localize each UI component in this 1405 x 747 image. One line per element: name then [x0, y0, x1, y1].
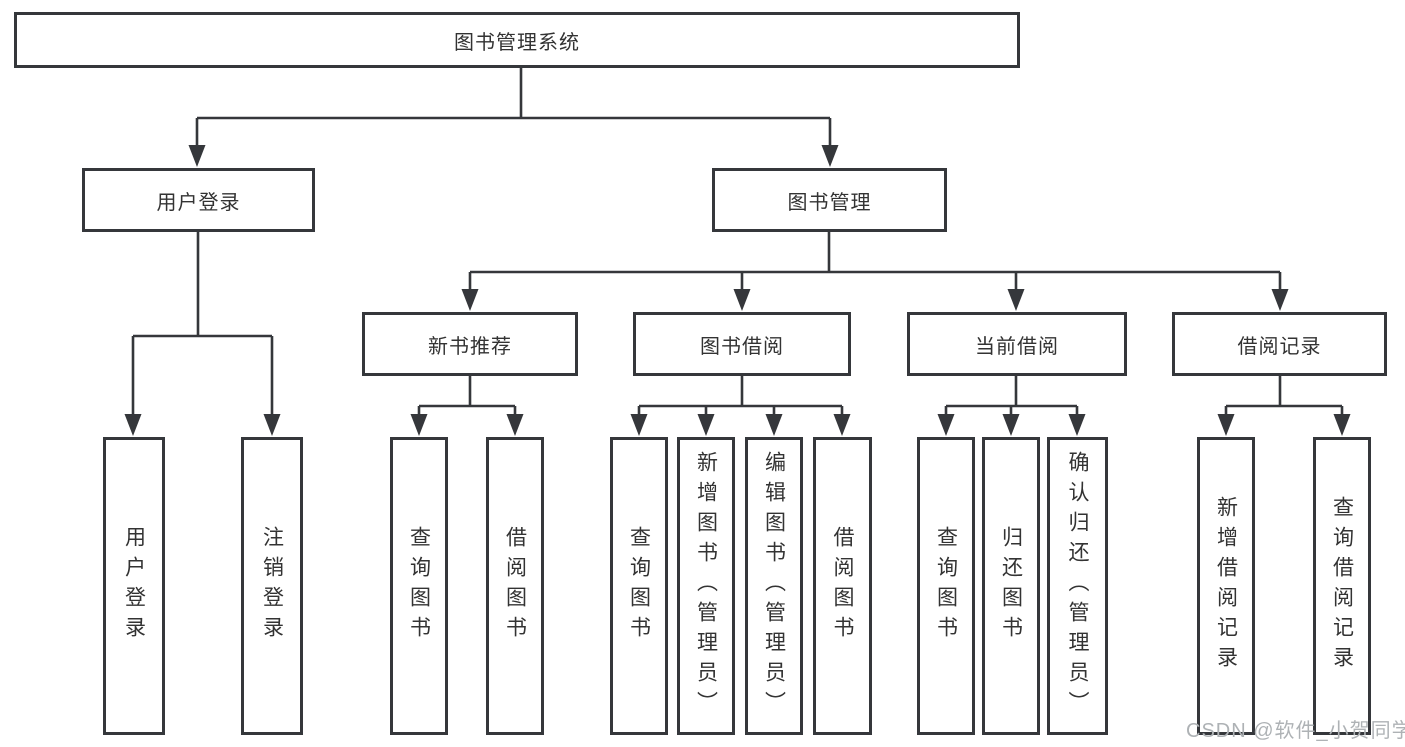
leaf-return-books: 归还图书 — [982, 437, 1040, 735]
arrowhead-icons — [124, 145, 1351, 436]
leaf-query-books-borrowing: 查询图书 — [610, 437, 668, 735]
node-root-system-title: 图书管理系统 — [14, 12, 1020, 68]
leaf-user-login: 用户登录 — [103, 437, 165, 735]
leaf-query-books-current: 查询图书 — [917, 437, 975, 735]
node-borrowing-records: 借阅记录 — [1172, 312, 1387, 376]
leaf-query-books-recommend: 查询图书 — [390, 437, 448, 735]
node-user-login: 用户登录 — [82, 168, 315, 232]
node-book-management: 图书管理 — [712, 168, 947, 232]
leaf-edit-books-admin: 编辑图书（管理员） — [745, 437, 803, 735]
leaf-borrow-books: 借阅图书 — [813, 437, 872, 735]
csdn-watermark: CSDN @软件_小贺同学 — [1186, 720, 1405, 742]
leaf-add-borrow-record: 新增借阅记录 — [1197, 437, 1255, 735]
leaf-logout: 注销登录 — [241, 437, 303, 735]
leaf-add-books-admin: 新增图书（管理员） — [677, 437, 735, 735]
node-new-book-recommend: 新书推荐 — [362, 312, 578, 376]
leaf-borrow-books-recommend: 借阅图书 — [486, 437, 544, 735]
node-current-borrowing: 当前借阅 — [907, 312, 1127, 376]
node-book-borrowing: 图书借阅 — [633, 312, 851, 376]
leaf-confirm-return-admin: 确认归还（管理员） — [1047, 437, 1108, 735]
leaf-query-borrow-record: 查询借阅记录 — [1313, 437, 1371, 735]
